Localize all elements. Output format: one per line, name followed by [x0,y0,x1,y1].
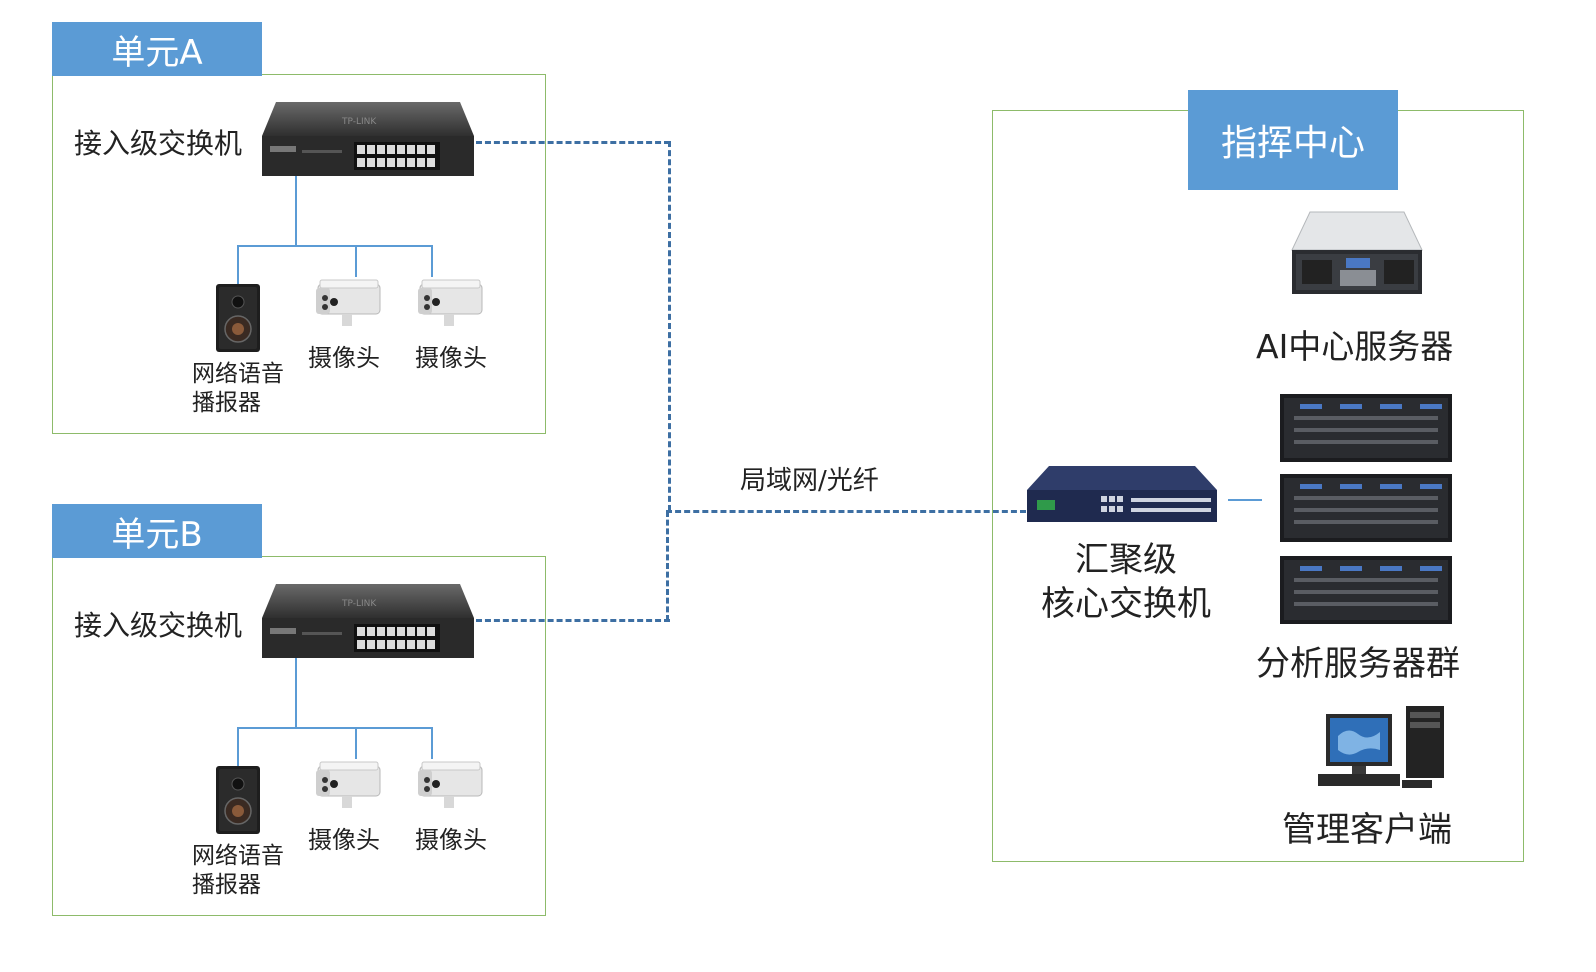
unit-b-trunk-line [295,658,297,728]
core-switch-label: 汇聚级 核心交换机 [1041,540,1211,625]
unit-b-access-switch-icon: TP-LINK [262,584,474,658]
unit-a-camera2-label: 摄像头 [415,344,487,372]
unit-a-access-switch-icon: TP-LINK [262,102,474,176]
unit-a-branch-camera1 [355,245,357,277]
unit-a-camera2-icon [418,279,483,326]
management-client-icon [1318,706,1444,788]
unit-b-title: 单元B [52,504,262,558]
link-trunk-horizontal [666,510,1026,513]
unit-b-camera1-label: 摄像头 [308,826,380,854]
unit-b-camera1-icon [316,761,381,808]
unit-b-camera2-icon [418,761,483,808]
unit-a-speaker-label: 网络语音播报器 [192,361,284,416]
link-unit-a-horizontal [476,141,670,144]
unit-a-speaker-icon [216,284,260,352]
link-label: 局域网/光纤 [740,466,879,496]
unit-a-camera1-label: 摄像头 [308,344,380,372]
link-unit-b-horizontal [476,619,670,622]
unit-b-branch-camera2 [431,727,433,759]
unit-b-branch-line [237,727,433,729]
analysis-server-2-icon [1280,474,1452,542]
unit-a-branch-camera2 [431,245,433,277]
analysis-server-3-icon [1280,556,1452,624]
unit-b-branch-camera1 [355,727,357,759]
management-client-label: 管理客户端 [1282,810,1452,850]
core-to-analysis-line [1228,499,1262,501]
unit-b-switch-label: 接入级交换机 [74,609,243,642]
ai-server-label: AI中心服务器 [1256,327,1454,366]
unit-a-branch-speaker [237,245,239,285]
unit-a-title: 单元A [52,22,262,76]
unit-b-speaker-label: 网络语音播报器 [192,843,284,898]
unit-a-branch-line [237,245,433,247]
command-center-title: 指挥中心 [1188,90,1398,190]
link-unit-b-vertical [666,511,669,621]
unit-b-box [52,556,546,916]
unit-b-branch-speaker [237,727,239,767]
unit-b-speaker-icon [216,766,260,834]
svg-text:TP-LINK: TP-LINK [341,117,377,127]
svg-text:TP-LINK: TP-LINK [341,599,377,609]
unit-b-camera2-label: 摄像头 [415,826,487,854]
core-switch-icon [1027,466,1217,522]
analysis-server-1-icon [1280,394,1452,462]
link-unit-a-vertical [668,141,671,511]
unit-a-camera1-icon [316,279,381,326]
analysis-servers-label: 分析服务器群 [1256,644,1460,684]
unit-a-trunk-line [295,176,297,246]
unit-a-switch-label: 接入级交换机 [74,127,243,160]
unit-a-box [52,74,546,434]
ai-server-icon [1291,211,1423,294]
